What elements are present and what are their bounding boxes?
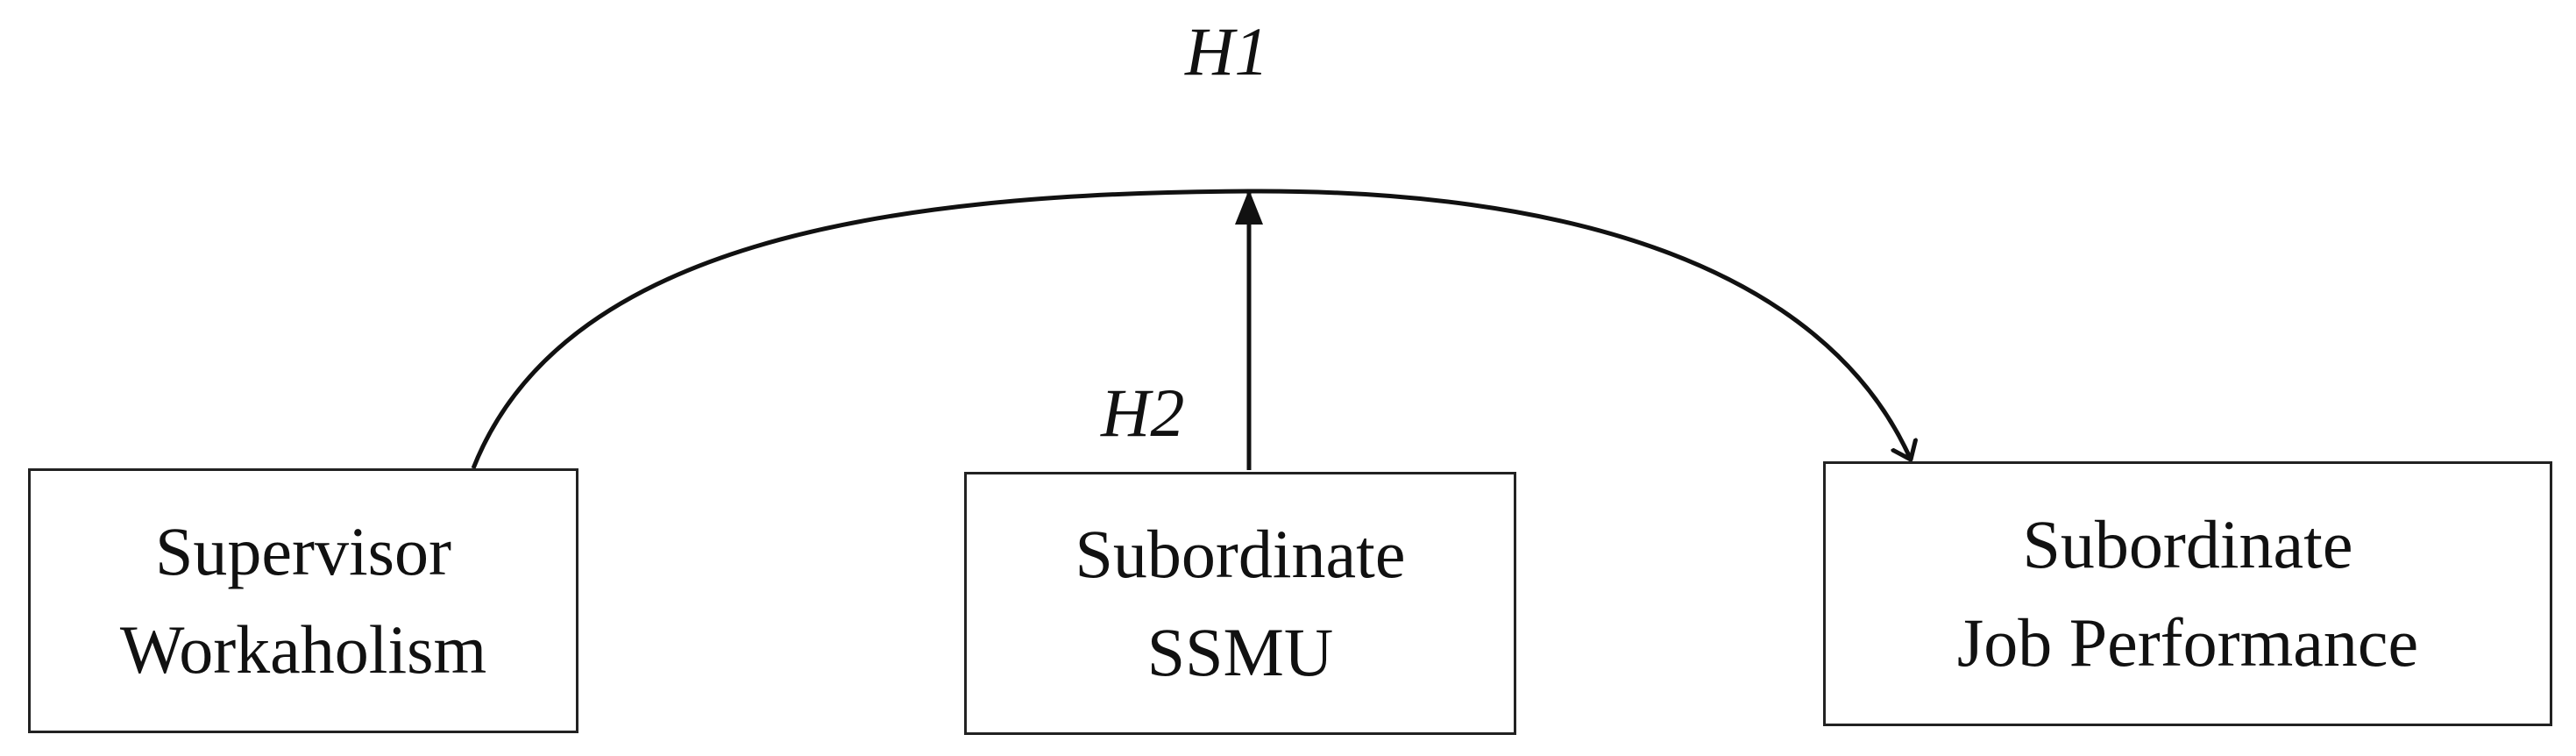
h1-label: H1 [1185,13,1269,89]
box-label-line-1: Subordinate [1075,516,1406,592]
box-label-line-2: Job Performance [1956,604,2419,681]
box-label-line-1: Supervisor [155,513,451,589]
supervisor-workaholism-box: Supervisor Workaholism [28,468,578,733]
box-label-line-2: SSMU [1146,614,1334,690]
box-label-line-2: Workaholism [119,611,487,688]
h2-label: H2 [1101,374,1185,451]
box-label-line-1: Subordinate [2022,506,2353,582]
subordinate-job-performance-box: Subordinate Job Performance [1823,461,2552,726]
h1-curved-arrow [471,189,1911,469]
subordinate-ssmu-box: Subordinate SSMU [964,472,1516,735]
